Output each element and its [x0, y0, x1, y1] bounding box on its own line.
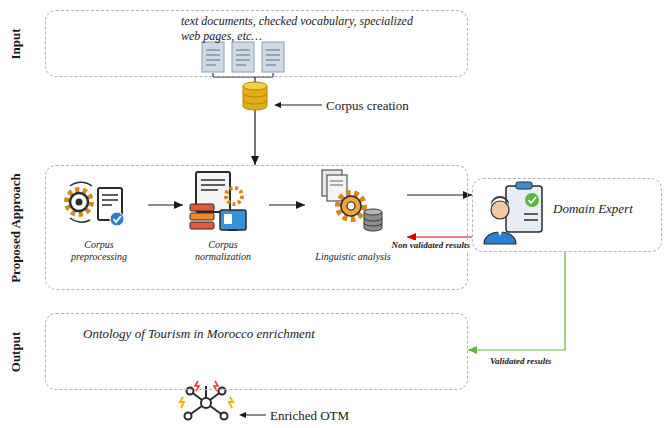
input-box: Inputtext documents, checked vocabulary,… [45, 10, 468, 77]
process-step: Corpus normalization [183, 171, 269, 263]
edge-label: Non validated results [390, 240, 473, 251]
process-step: Corpus preprocessing [56, 171, 148, 263]
step-label: Corpus preprocessing [56, 239, 142, 263]
leader-arrow [243, 415, 266, 416]
section-heading: Proposed Approach [8, 153, 24, 303]
flow-arrow [407, 236, 472, 237]
preprocessing-icon [67, 182, 124, 226]
section-heading: Input [8, 0, 24, 119]
section-heading: Output [8, 277, 24, 427]
corpus-database [243, 82, 267, 110]
normalization-icon [190, 172, 246, 230]
callout-label: Enriched OTM [270, 408, 349, 423]
approach-box: Proposed ApproachCorpus preprocessingCor… [45, 165, 468, 290]
flow-arrow [148, 204, 183, 205]
expert-box: Domain Expert [472, 178, 662, 252]
expert-icon [484, 182, 542, 244]
step-label: Linguistic analysis [305, 251, 401, 263]
network-icon [180, 381, 233, 420]
edge-label: Validated results [488, 356, 553, 367]
output-box: OutputOntology of Tourism in Morocco enr… [45, 313, 468, 390]
step-label: Corpus normalization [183, 239, 263, 263]
flow-arrow [407, 194, 472, 195]
linguistic-icon [322, 170, 382, 231]
callout-label: Corpus creation [326, 98, 409, 113]
flow-arrow [468, 252, 565, 350]
expert-label: Domain Expert [553, 201, 633, 217]
input-description: text documents, checked vocabulary, spec… [181, 14, 431, 44]
output-description: Ontology of Tourism in Morocco enrichmen… [83, 326, 315, 342]
document-icons [202, 42, 284, 77]
leader-arrow [278, 105, 322, 106]
flow-arrow [269, 204, 305, 205]
